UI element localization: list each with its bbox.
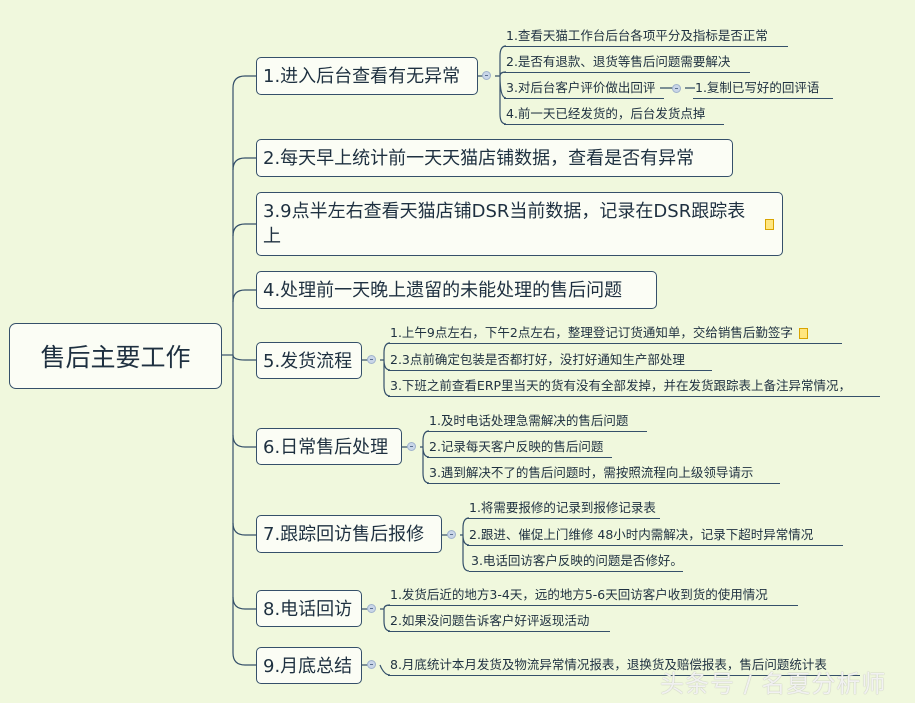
- topic-dsr-check[interactable]: 3.9点半左右查看天猫店铺DSR当前数据，记录在DSR跟踪表上: [256, 192, 783, 256]
- subtopic[interactable]: 2.跟进、催促上门维修 48小时内需解决，记录下超时异常情况: [467, 527, 843, 546]
- subtopic[interactable]: 1.上午9点左右，下午2点左右，整理登记订货通知单，交给销售后勤签字: [388, 325, 842, 344]
- topic-month-summary[interactable]: 9.月底总结: [256, 647, 362, 684]
- collapse-toggle-icon[interactable]: [407, 442, 416, 451]
- subtopic[interactable]: 3.电话回访客户反映的问题是否修好。: [469, 553, 683, 572]
- collapse-toggle-icon[interactable]: [367, 660, 376, 669]
- subtopic[interactable]: 8.月底统计本月发货及物流异常情况报表，退换货及赔偿报表，售后问题统计表: [388, 657, 860, 676]
- topic-daily-stats[interactable]: 2.每天早上统计前一天天猫店铺数据，查看是否有异常: [256, 139, 733, 177]
- topic-daily-service[interactable]: 6.日常售后处理: [256, 428, 402, 465]
- subtopic[interactable]: 1.查看天猫工作台后台各项平分及指标是否正常: [504, 28, 788, 47]
- topic-repair-followup[interactable]: 7.跟踪回访售后报修: [256, 515, 442, 553]
- note-icon[interactable]: [798, 328, 808, 339]
- collapse-toggle-icon[interactable]: [482, 71, 491, 80]
- subtopic[interactable]: 1.及时电话处理急需解决的售后问题: [427, 413, 647, 432]
- subtopic[interactable]: 1.将需要报修的记录到报修记录表: [467, 500, 660, 519]
- collapse-toggle-icon[interactable]: [367, 355, 376, 364]
- subtopic-child[interactable]: 1.复制已写好的回评语: [693, 80, 833, 99]
- topic-phone-followup[interactable]: 8.电话回访: [256, 590, 362, 627]
- root-topic[interactable]: 售后主要工作: [9, 323, 222, 389]
- subtopic[interactable]: 3.遇到解决不了的售后问题时，需按照流程向上级领导请示: [427, 465, 780, 484]
- note-icon[interactable]: [765, 219, 774, 230]
- collapse-toggle-icon[interactable]: [672, 84, 681, 93]
- subtopic[interactable]: 4.前一天已经发货的，后台发货点掉: [504, 106, 724, 125]
- subtopic[interactable]: 2.3点前确定包装是否都打好，没打好通知生产部处理: [388, 352, 712, 371]
- topic-label: 3.9点半左右查看天猫店铺DSR当前数据，记录在DSR跟踪表上: [263, 201, 746, 247]
- subtopic[interactable]: 3.下班之前查看ERP里当天的货有没有全部发掉，并在发货跟踪表上备注异常情况，: [388, 378, 880, 397]
- collapse-toggle-icon[interactable]: [367, 604, 376, 613]
- subtopic[interactable]: 2.记录每天客户反映的售后问题: [427, 439, 612, 458]
- subtopic[interactable]: 3.对后台客户评价做出回评: [504, 80, 664, 99]
- watermark: 头条号 / 名夏分析师: [660, 670, 887, 698]
- subtopic-label: 1.上午9点左右，下午2点左右，整理登记订货通知单，交给销售后勤签字: [390, 325, 793, 340]
- subtopic[interactable]: 2.如果没问题告诉客户好评返现活动: [388, 613, 610, 632]
- collapse-toggle-icon[interactable]: [447, 530, 456, 539]
- subtopic[interactable]: 1.发货后近的地方3-4天，远的地方5-6天回访客户收到货的使用情况: [388, 587, 798, 606]
- topic-backend-check[interactable]: 1.进入后台查看有无异常: [256, 57, 478, 95]
- subtopic[interactable]: 2.是否有退款、退货等售后问题需要解决: [504, 54, 750, 73]
- topic-shipping[interactable]: 5.发货流程: [256, 342, 362, 379]
- topic-leftover-issues[interactable]: 4.处理前一天晚上遗留的未能处理的售后问题: [256, 271, 657, 309]
